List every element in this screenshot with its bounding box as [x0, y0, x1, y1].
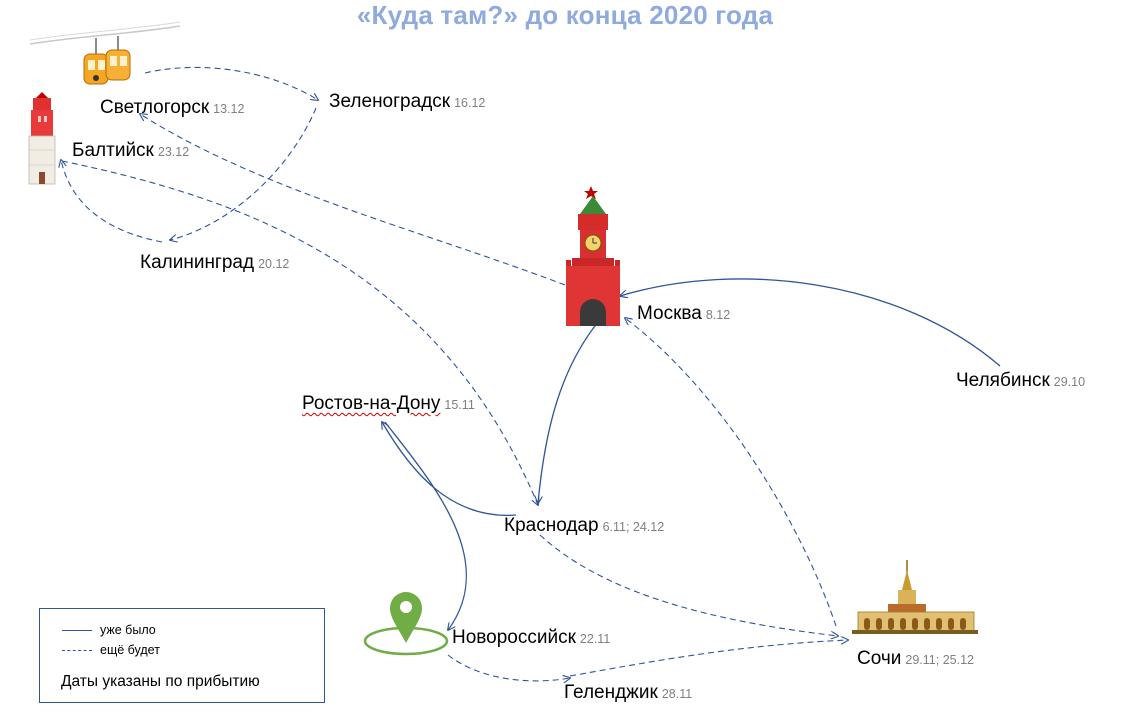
city-name: Новороссийск — [452, 627, 576, 648]
route-chelyabinsk-moscow — [620, 278, 1001, 367]
city-name: Челябинск — [956, 370, 1050, 391]
route-svetlogorsk-zelenogradsk — [144, 66, 318, 100]
lighthouse-icon — [28, 92, 56, 185]
route-gelendzhik-sochi — [569, 640, 848, 677]
route-baltiysk-krasnodar — [61, 160, 538, 505]
kremlin-tower-icon — [566, 186, 620, 326]
railway-station-icon — [852, 560, 978, 634]
route-krasnodar-sochi — [539, 534, 838, 636]
route-zelenogradsk-kaliningrad — [170, 107, 317, 240]
arrival-date: 22.11 — [579, 632, 611, 646]
route-rostov-novorossiysk — [384, 421, 468, 630]
arrival-date: 15.11 — [444, 398, 475, 412]
route-krasnodar-rostov — [382, 422, 517, 516]
arrival-date: 23.12 — [157, 145, 190, 159]
city-name: Светлогорск — [100, 97, 210, 118]
arrival-date: 20.12 — [258, 257, 290, 271]
city-name: Зеленоградск — [329, 91, 451, 112]
arrival-date: 6.11; 24.12 — [602, 520, 665, 534]
solid-line-swatch — [62, 630, 92, 631]
route-kaliningrad-baltiysk — [61, 160, 163, 243]
city-name: Ростов-на-Дону — [302, 393, 441, 414]
city-name: Балтийск — [72, 140, 154, 161]
cable-car-icon — [29, 21, 181, 85]
route-moscow-krasnodar — [538, 321, 599, 503]
route-novorossiysk-gelendzhik — [447, 654, 570, 681]
arrival-date: 8.12 — [705, 308, 731, 322]
arrival-date: 29.10 — [1053, 375, 1086, 389]
city-name: Краснодар — [504, 515, 599, 536]
map-title: «Куда там?» до конца 2020 года — [356, 0, 774, 30]
map-pin-icon — [363, 592, 449, 656]
dashed-line-swatch — [62, 650, 92, 651]
city-name: Москва — [637, 303, 702, 324]
legend-done-label: уже было — [100, 623, 156, 637]
route-moscow-svetlogorsk — [140, 114, 566, 286]
city-name: Геленджик — [564, 682, 658, 703]
legend-planned-label: ещё будет — [100, 643, 160, 657]
arrival-date: 28.11 — [661, 687, 693, 701]
arrival-date: 29.11; 25.12 — [905, 653, 974, 667]
arrival-date: 13.12 — [213, 102, 245, 116]
city-name: Сочи — [857, 648, 902, 669]
arrival-date: 16.12 — [454, 96, 486, 110]
legend: уже было ещё будет Даты указаны по прибы… — [39, 608, 325, 703]
route-sochi-moscow — [625, 318, 837, 627]
city-name: Калининград — [140, 252, 255, 273]
legend-note: Даты указаны по прибытию — [61, 673, 260, 690]
